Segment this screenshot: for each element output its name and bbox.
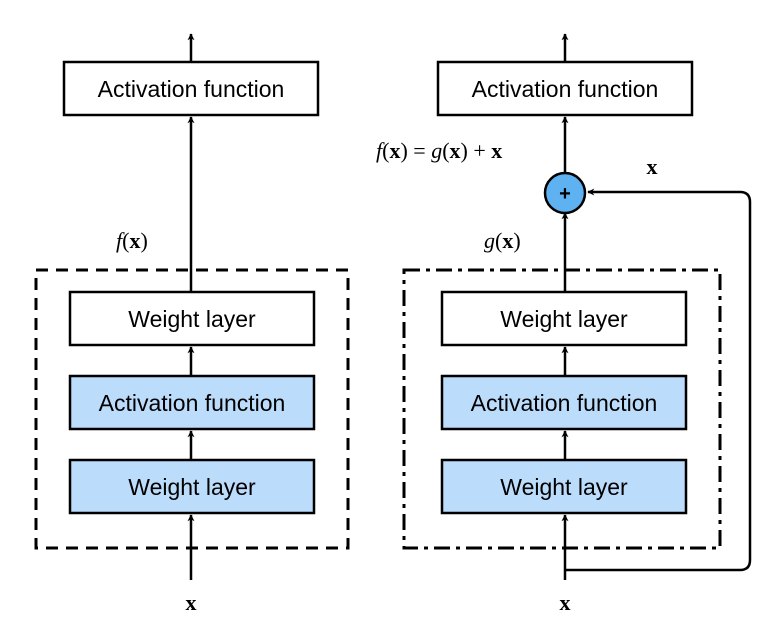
right-top-activation-box xyxy=(436,60,694,117)
left-weight-layer-top-box xyxy=(68,290,316,347)
skip-connection-path xyxy=(565,188,752,572)
right-weight-layer-top-box xyxy=(440,290,688,347)
adder-plus-icon: + xyxy=(559,183,571,205)
right-residual-block: Activation function Weight layer Activat… xyxy=(376,33,752,615)
right-activation-mid-box xyxy=(440,374,688,431)
right-activation-mid-label: Activation function xyxy=(471,390,658,416)
left-activation-mid-label: Activation function xyxy=(99,390,286,416)
right-top-activation-label: Activation function xyxy=(472,76,659,102)
right-equation-label: f(x) = g(x) + x xyxy=(376,138,502,163)
left-input-x: x xyxy=(186,590,197,615)
left-regular-block: Activation function Weight layer Activat… xyxy=(34,33,350,615)
right-dashed-container xyxy=(402,268,722,550)
right-weight-layer-bottom-box xyxy=(440,458,688,515)
left-top-activation-label: Activation function xyxy=(98,76,285,102)
left-fx-label: f(x) xyxy=(116,228,148,253)
adder-circle xyxy=(543,171,587,215)
left-top-activation-box xyxy=(62,60,320,117)
left-weight-layer-bottom-label: Weight layer xyxy=(128,474,256,500)
right-input-x: x xyxy=(560,590,571,615)
right-weight-layer-top-label: Weight layer xyxy=(500,306,628,332)
left-weight-layer-top-label: Weight layer xyxy=(128,306,256,332)
right-gx-label: g(x) xyxy=(484,228,521,253)
skip-x-label: x xyxy=(647,154,658,179)
right-weight-layer-bottom-label: Weight layer xyxy=(500,474,628,500)
left-weight-layer-bottom-box xyxy=(68,458,316,515)
